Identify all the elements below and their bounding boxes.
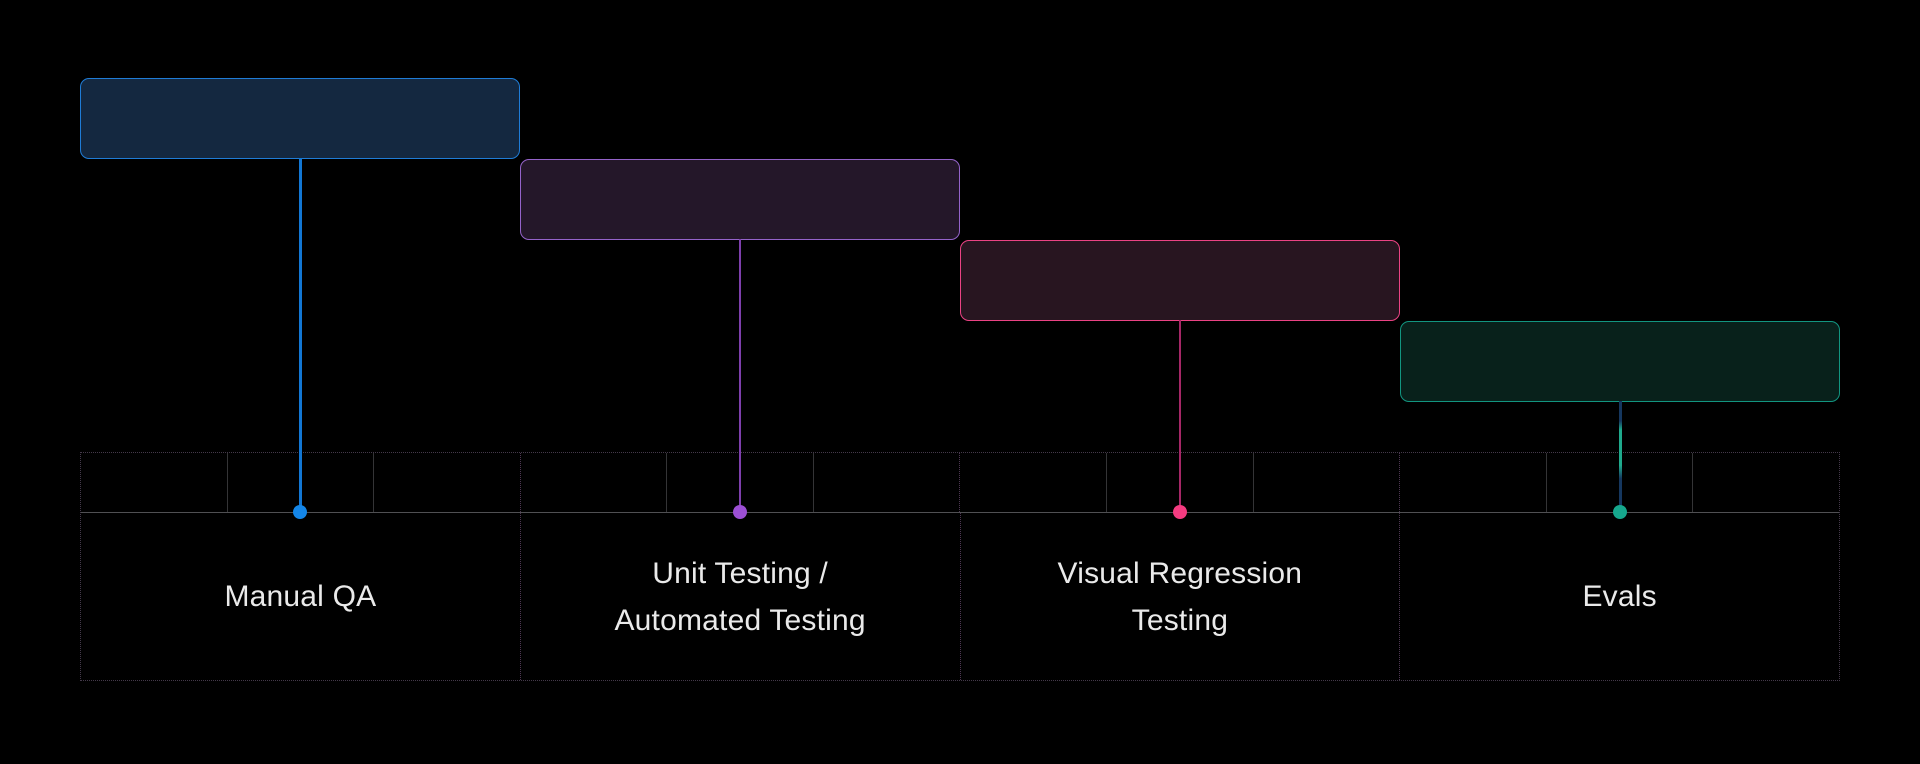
stage-box-manual-qa: [80, 78, 520, 159]
tick-cell: [960, 453, 1108, 512]
connector-line-visual-regression: [1179, 320, 1181, 512]
label-cell-visual-regression: Visual Regression Testing: [961, 513, 1401, 680]
tick-cell: [814, 453, 961, 512]
tick-cell: [374, 453, 521, 512]
stage-label-visual-regression: Visual Regression Testing: [1057, 556, 1303, 637]
stage-label-evals: Evals: [1582, 580, 1657, 613]
connector-dot-evals: [1613, 505, 1627, 519]
connector-dot-visual-regression: [1173, 505, 1187, 519]
tick-cell: [667, 453, 814, 512]
label-cell-manual-qa: Manual QA: [81, 513, 521, 680]
tick-cell: [1693, 453, 1839, 512]
connector-line-unit-testing: [739, 239, 741, 512]
tick-cell: [1547, 453, 1694, 512]
tick-cell: [521, 453, 668, 512]
connector-dot-unit-testing: [733, 505, 747, 519]
connector-line-manual-qa: [298, 158, 302, 512]
timeline-grid: Manual QA Unit Testing / Automated Testi…: [80, 452, 1840, 681]
ruler-row: [81, 453, 1839, 513]
stage-box-evals: [1400, 321, 1840, 402]
connector-line-evals: [1619, 401, 1622, 512]
tick-cell: [81, 453, 228, 512]
stage-box-unit-testing: [520, 159, 960, 240]
label-cell-unit-testing: Unit Testing / Automated Testing: [521, 513, 961, 680]
stage-label-unit-testing: Unit Testing / Automated Testing: [614, 556, 866, 637]
tick-cell: [1107, 453, 1254, 512]
stage-box-visual-regression: [960, 240, 1400, 321]
connector-dot-manual-qa: [293, 505, 307, 519]
tick-cell: [228, 453, 375, 512]
tick-cell: [1254, 453, 1401, 512]
tick-cell: [1400, 453, 1547, 512]
stage-label-manual-qa: Manual QA: [224, 580, 377, 613]
label-cell-evals: Evals: [1400, 513, 1839, 680]
label-row: Manual QA Unit Testing / Automated Testi…: [81, 513, 1839, 680]
